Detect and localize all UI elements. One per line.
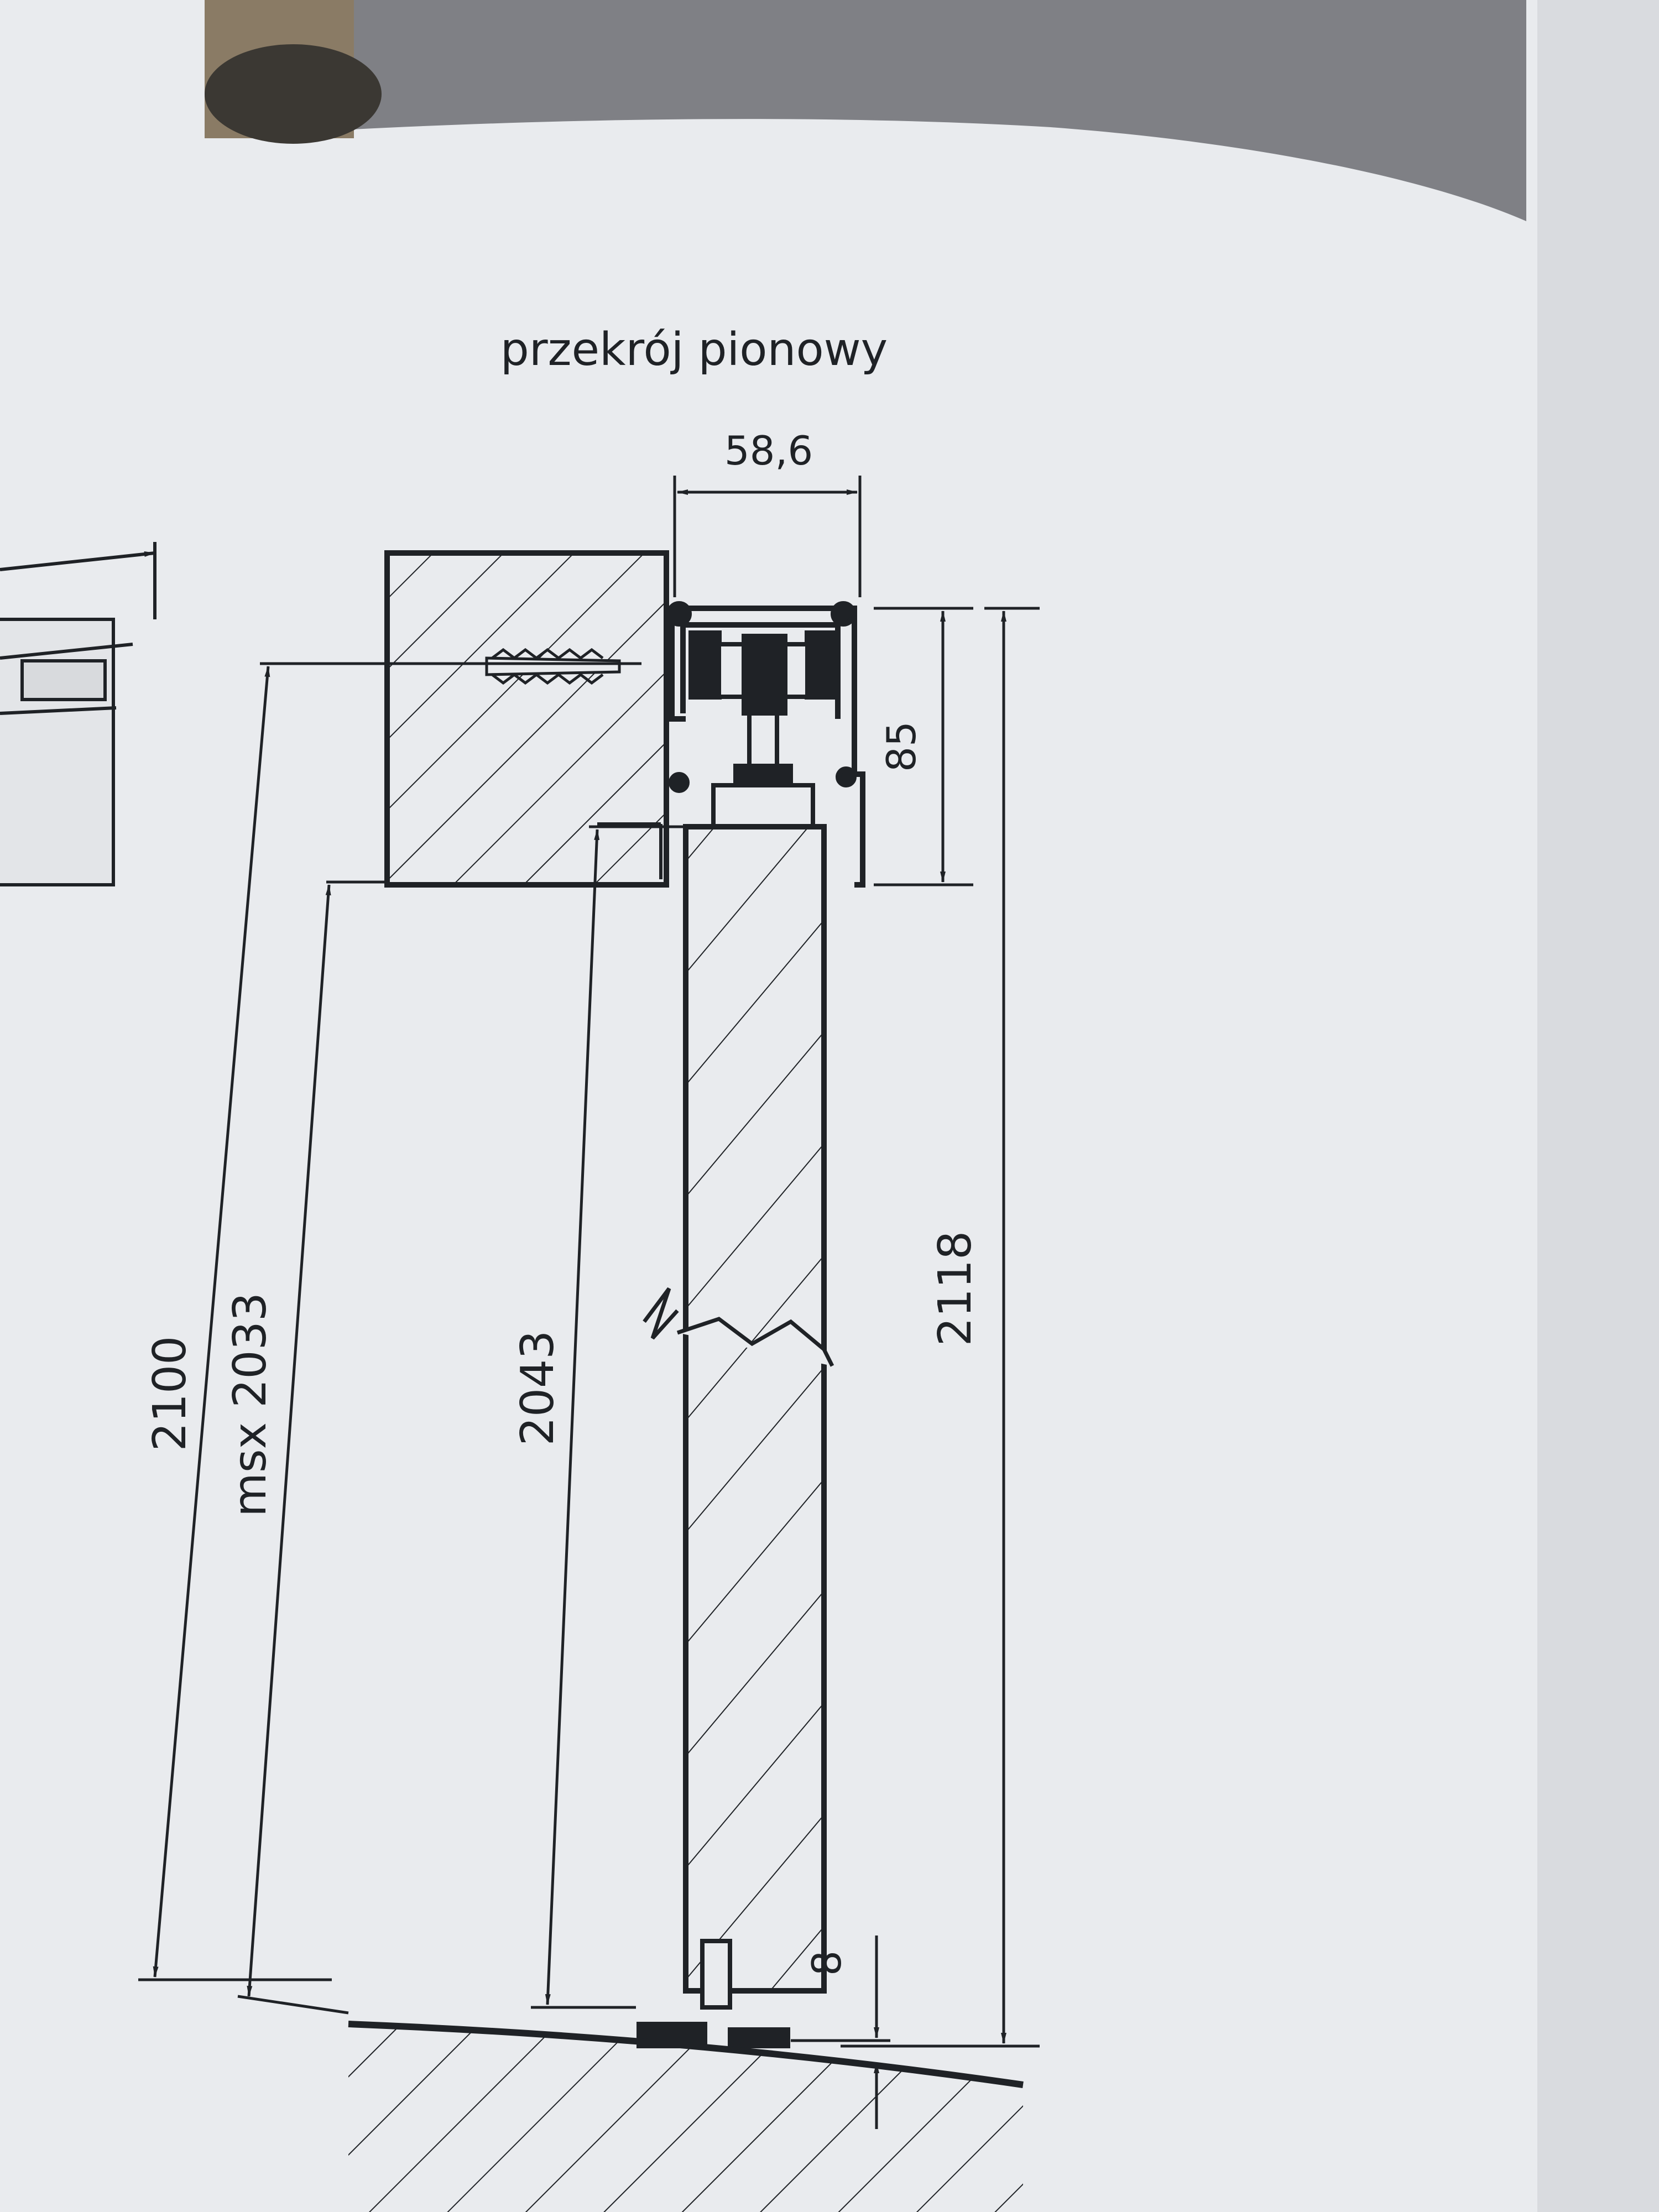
dim-label-max-door-height: msx 2033 [224, 1292, 276, 1517]
page-edge-shadow [1537, 0, 1659, 2212]
dimension-total-height [841, 607, 1040, 2048]
dim-label-door-height: 2043 [512, 1331, 564, 1446]
drawing-title: przekrój pionowy [500, 324, 888, 376]
wall-anchor-screw [485, 648, 621, 685]
dimension-door-height [531, 825, 683, 2009]
dim-label-rail-height: 85 [878, 721, 925, 772]
floor-section [348, 2021, 1024, 2212]
dim-label-floor-gap: 8 [804, 1950, 850, 1976]
dimension-max-door-height [237, 880, 387, 2015]
top-photo-band [205, 0, 1526, 221]
dim-label-opening-height: 2100 [144, 1336, 196, 1452]
dim-label-profile-width: 58,6 [724, 427, 813, 474]
door-leaf [643, 824, 834, 1994]
dimension-floor-gap [791, 1936, 890, 2129]
dimension-profile-width [673, 476, 862, 597]
dim-label-total-height: 2118 [929, 1231, 982, 1347]
dimension-rail-height [874, 607, 973, 886]
wall-section [384, 550, 669, 888]
left-detail-fragment [0, 542, 156, 886]
